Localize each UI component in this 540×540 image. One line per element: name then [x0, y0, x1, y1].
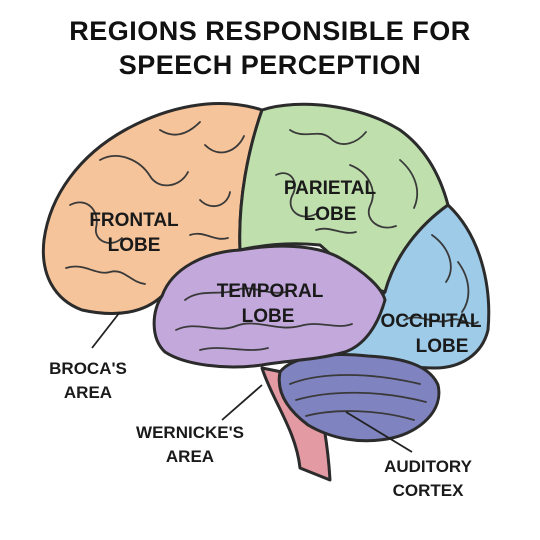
occipital-lobe-label-2: LOBE	[416, 336, 469, 357]
wernicke-pointer	[221, 384, 263, 421]
temporal-lobe-label-1: TEMPORAL	[217, 281, 324, 302]
wernicke-area-label-2: AREA	[166, 447, 214, 466]
broca-area-label-2: AREA	[64, 383, 112, 402]
diagram-title: REGIONS RESPONSIBLE FOR SPEECH PERCEPTIO…	[0, 14, 540, 82]
temporal-lobe	[152, 244, 387, 369]
auditory-pointer	[345, 411, 413, 453]
brain-folds	[65, 121, 479, 421]
title-line-2: SPEECH PERCEPTION	[118, 50, 422, 80]
broca-area-label-1: BROCA'S	[49, 359, 127, 378]
parietal-lobe-label-1: PARIETAL	[284, 178, 377, 199]
parietal-lobe-label-2: LOBE	[304, 204, 357, 225]
temporal-lobe-label-2: LOBE	[242, 306, 295, 327]
auditory-cortex-label-1: AUDITORY	[384, 457, 473, 476]
occipital-lobe-label-1: OCCIPITAL	[381, 311, 482, 332]
auditory-cortex-label-2: CORTEX	[393, 481, 465, 500]
broca-pointer	[91, 311, 121, 349]
title-line-1: REGIONS RESPONSIBLE FOR	[69, 16, 471, 46]
frontal-lobe-label-2: LOBE	[108, 235, 161, 256]
frontal-lobe-label-1: FRONTAL	[89, 210, 179, 231]
wernicke-area-label-1: WERNICKE'S	[136, 423, 244, 442]
